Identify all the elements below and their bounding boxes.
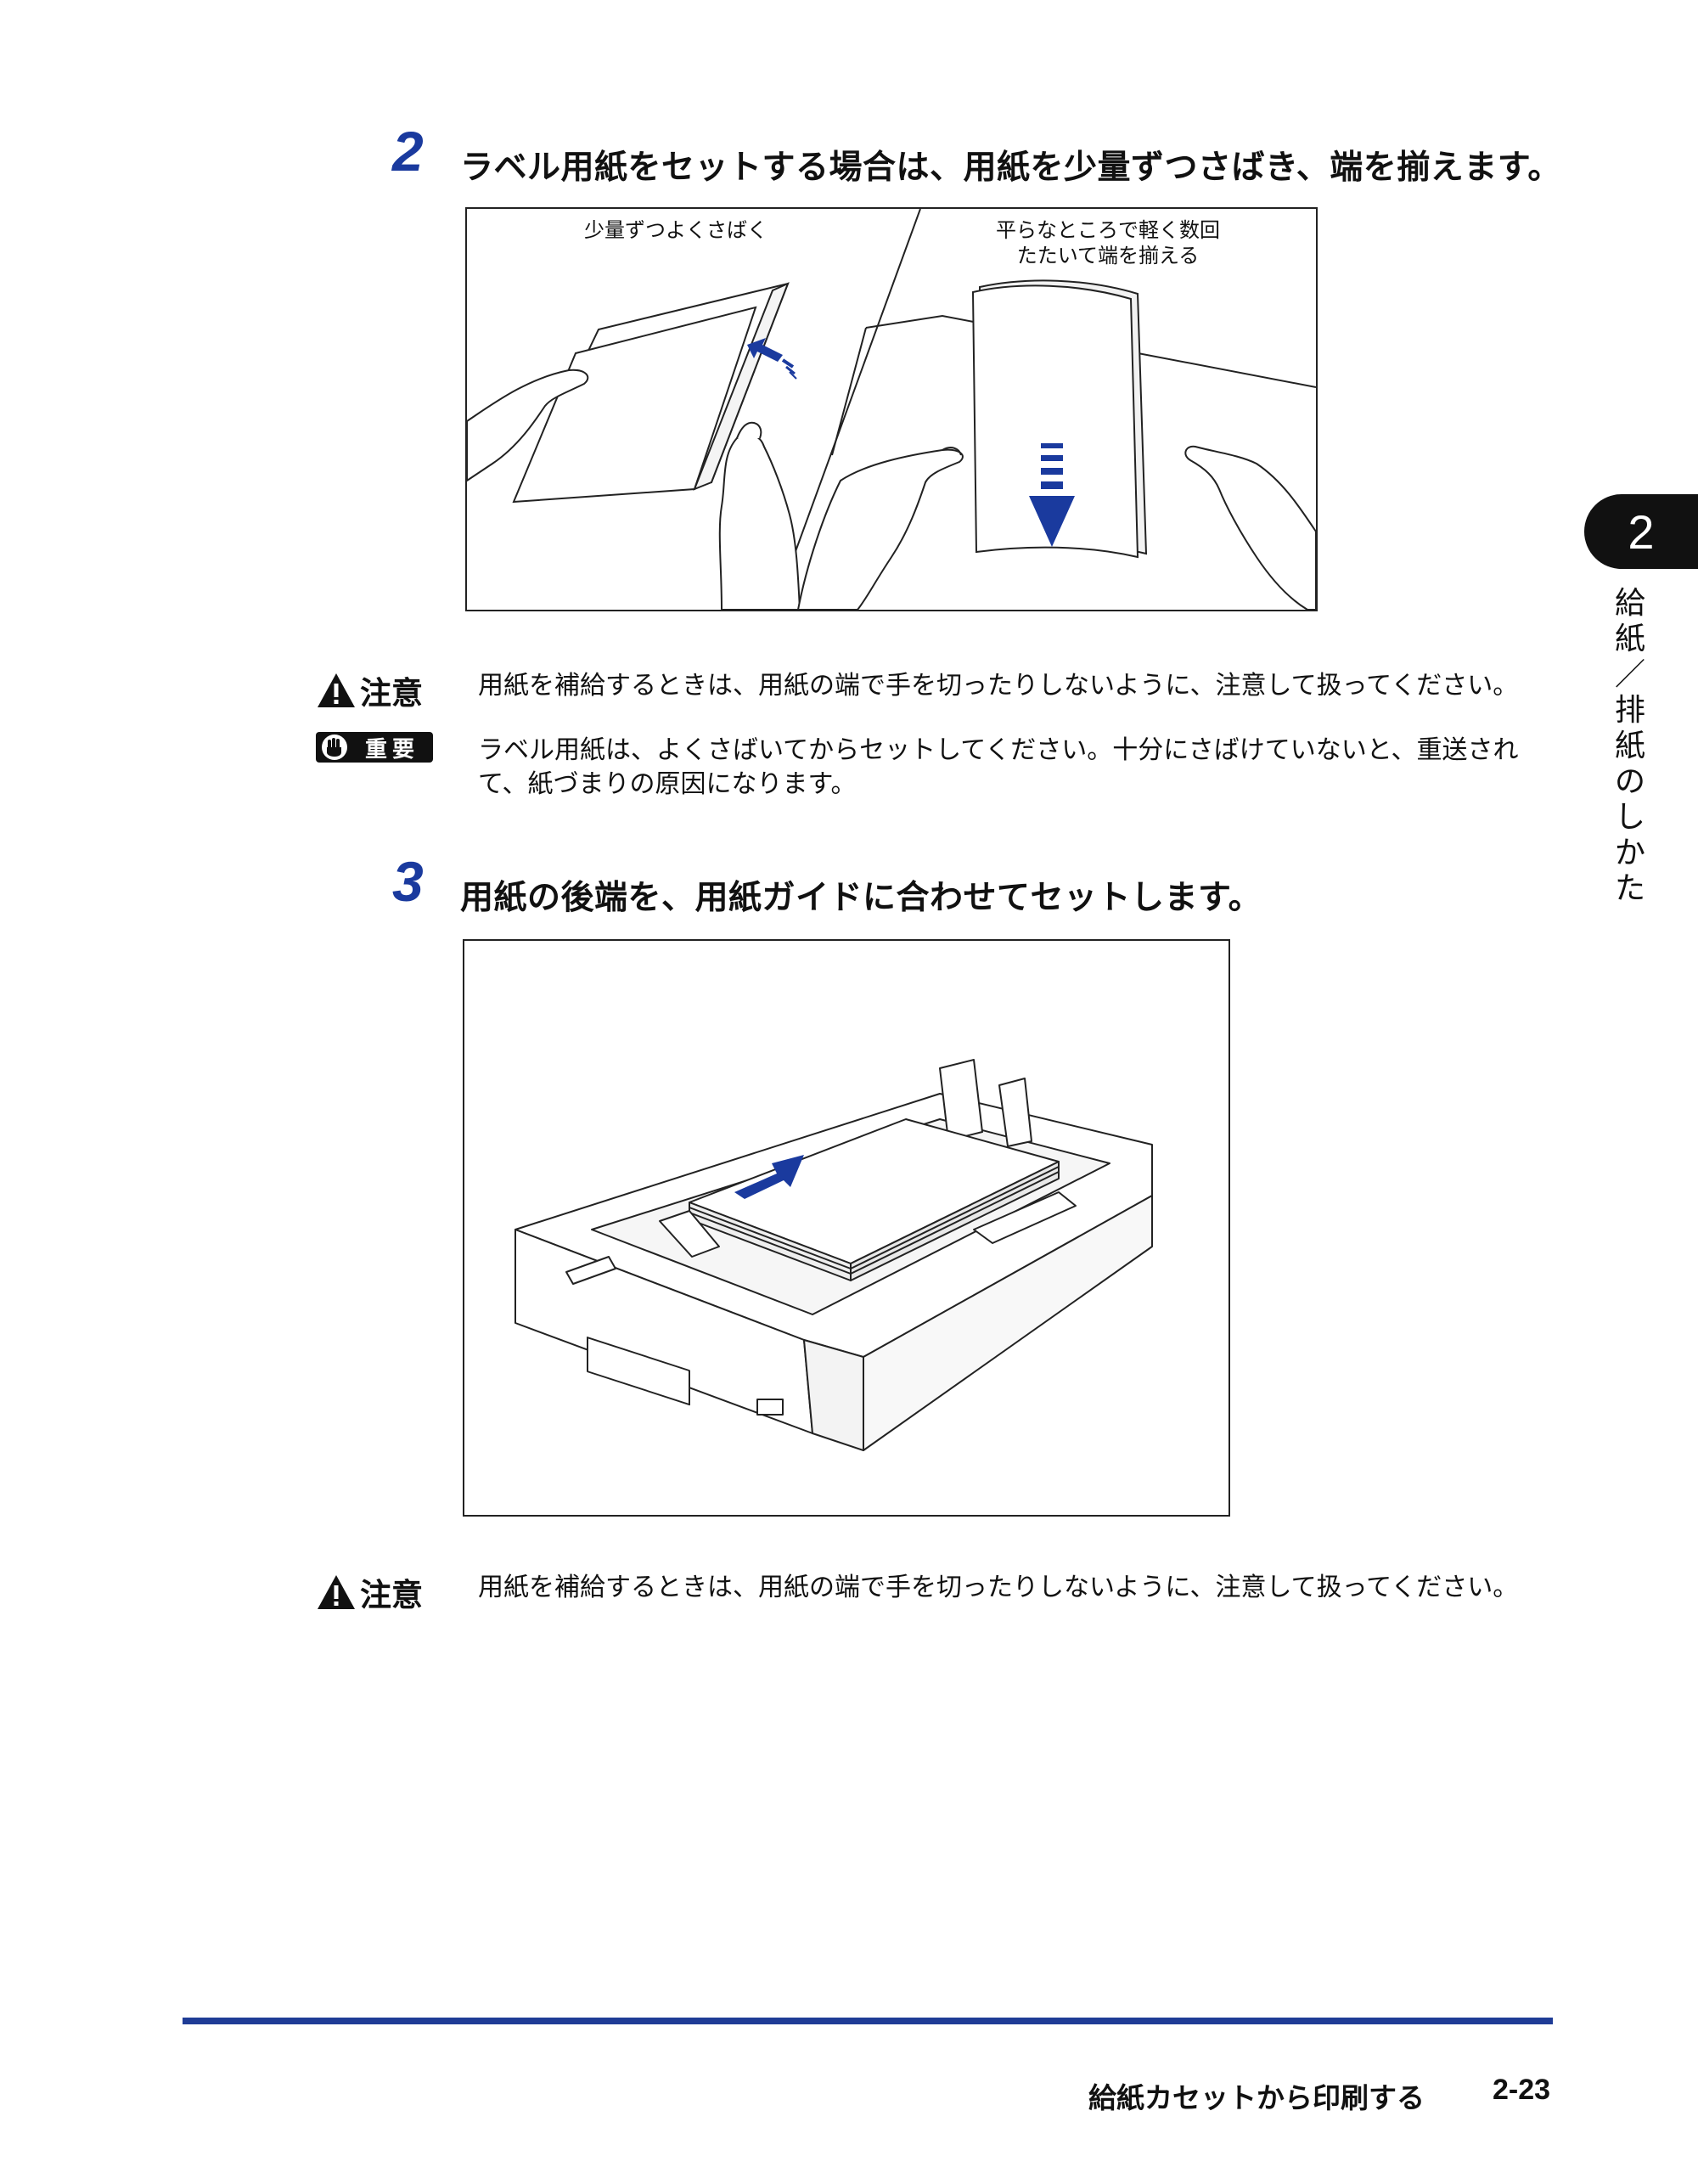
warning-triangle-icon	[318, 1575, 355, 1609]
footer-section-title: 給紙カセットから印刷する	[1088, 2081, 1425, 2114]
step-3-text: 用紙の後端を、用紙ガイドに合わせてセットします。	[460, 879, 1262, 917]
figure-caption-tap-1: 平らなところで軽く数回	[996, 218, 1220, 242]
tap-arrow-icon	[1029, 443, 1075, 547]
caution-label: 注意	[316, 1569, 423, 1615]
hand-stop-icon	[322, 735, 347, 760]
figure-caption-tap-2: たたいて端を揃える	[1016, 244, 1200, 267]
step-3-number: 3	[392, 850, 424, 913]
step-3-figure	[463, 939, 1230, 1517]
caution-label-text: 注意	[360, 1577, 423, 1613]
paper-cassette-illustration	[514, 1059, 1153, 1451]
insert-arrow-icon	[734, 1155, 804, 1199]
paper-fanning-illustration	[467, 209, 1316, 610]
important-badge: 重要	[316, 732, 433, 763]
caution-text: 用紙を補給するときは、用紙の端で手を切ったりしないように、注意して扱ってください…	[478, 1573, 1519, 1602]
fan-arrow-icon	[747, 338, 797, 380]
important-label-text: 重要	[365, 736, 420, 763]
caution-label-text: 注意	[360, 675, 423, 712]
important-text: ラベル用紙は、よくさばいてからセットしてください。十分にさばけていないと、重送さ…	[478, 735, 1519, 799]
step-2-figure: 少量ずつよくさばく 平らなところで軽く数回 たたいて端を揃える	[465, 207, 1318, 611]
step-2-text: ラベル用紙をセットする場合は、用紙を少量ずつさばき、端を揃えます。	[460, 149, 1561, 187]
figure-caption-fan: 少量ずつよくさばく	[584, 218, 767, 242]
caution-text: 用紙を補給するときは、用紙の端で手を切ったりしないように、注意して扱ってください…	[478, 671, 1519, 701]
warning-triangle-icon	[318, 673, 355, 707]
footer-rule	[183, 2018, 1553, 2024]
chapter-title: 給紙／排紙のしかた	[1614, 586, 1645, 906]
page-number: 2-23	[1493, 2074, 1551, 2106]
caution-label: 注意	[316, 667, 423, 713]
chapter-tab[interactable]: 2	[1584, 494, 1698, 569]
step-2-number: 2	[392, 120, 424, 183]
